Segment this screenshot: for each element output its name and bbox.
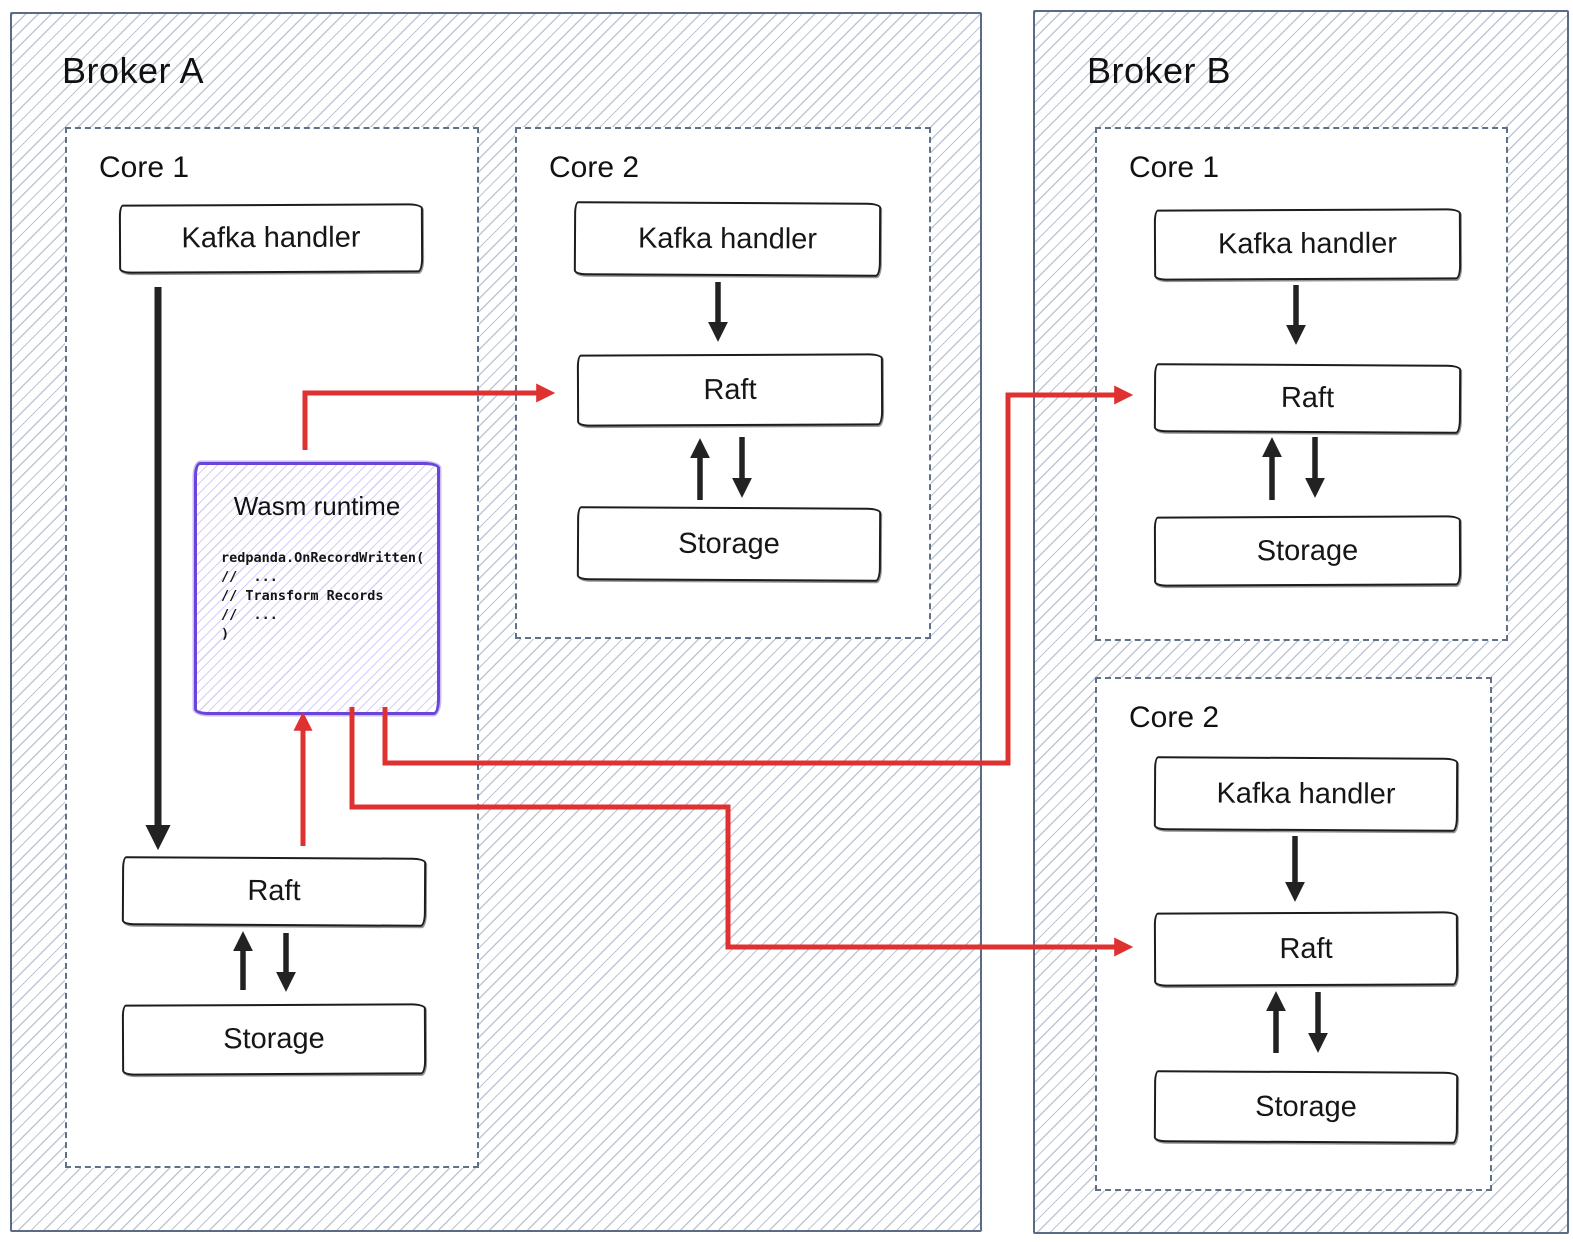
code-line: // Transform Records xyxy=(221,588,384,604)
code-line: redpanda.OnRecordWritten( xyxy=(221,550,425,566)
raft-label: Raft xyxy=(703,373,757,406)
raft-label: Raft xyxy=(1280,381,1335,415)
storage-label: Storage xyxy=(223,1022,325,1056)
broker-b-core1-kafka-handler-box: Kafka handler xyxy=(1153,208,1462,281)
broker-a-core1-raft-box: Raft xyxy=(121,856,427,927)
kafka-handler-label: Kafka handler xyxy=(1216,777,1396,810)
broker-b-core1-storage-box: Storage xyxy=(1153,515,1462,587)
broker-b-core2: Core 2 Kafka handler Raft Storage xyxy=(1095,677,1492,1191)
broker-a-core1: Core 1 Kafka handler Wasm runtime redpan… xyxy=(65,127,479,1168)
raft-label: Raft xyxy=(247,874,301,908)
broker-a-core2-label: Core 2 xyxy=(549,151,640,184)
storage-label: Storage xyxy=(1256,534,1359,567)
broker-a-core2-raft-box: Raft xyxy=(576,353,884,427)
wasm-code-snippet: redpanda.OnRecordWritten( // ... // Tran… xyxy=(221,549,424,644)
broker-a-core1-kafka-handler-box: Kafka handler xyxy=(118,203,424,274)
broker-a-title: Broker A xyxy=(62,50,205,91)
broker-b-core1: Core 1 Kafka handler Raft Storage xyxy=(1095,127,1508,641)
broker-b-core1-label: Core 1 xyxy=(1129,151,1220,184)
broker-a-core2: Core 2 Kafka handler Raft Storage xyxy=(515,127,931,639)
broker-b-title: Broker B xyxy=(1087,50,1232,91)
code-line: // ... xyxy=(221,607,278,623)
broker-a-core1-storage-box: Storage xyxy=(121,1003,427,1076)
broker-a-core1-label: Core 1 xyxy=(99,151,190,184)
kafka-handler-label: Kafka handler xyxy=(1217,227,1398,261)
broker-b-core1-raft-box: Raft xyxy=(1153,363,1462,434)
broker-b-container: Broker B Core 1 Kafka handler Raft Stora… xyxy=(1033,10,1569,1234)
broker-a-core2-kafka-handler-box: Kafka handler xyxy=(573,201,882,277)
kafka-handler-label: Kafka handler xyxy=(181,221,361,255)
broker-a-container: Broker A Core 1 Kafka handler Wasm runti… xyxy=(10,12,982,1232)
broker-b-core2-raft-box: Raft xyxy=(1153,911,1459,987)
storage-label: Storage xyxy=(1255,1090,1357,1123)
wasm-runtime-title: Wasm runtime xyxy=(233,491,401,521)
raft-label: Raft xyxy=(1279,932,1333,965)
storage-label: Storage xyxy=(678,527,780,560)
code-line: ) xyxy=(221,626,230,642)
broker-b-core2-storage-box: Storage xyxy=(1153,1070,1459,1144)
broker-b-core2-kafka-handler-box: Kafka handler xyxy=(1153,756,1459,832)
kafka-handler-label: Kafka handler xyxy=(637,222,818,255)
wasm-runtime-box: Wasm runtime redpanda.OnRecordWritten( /… xyxy=(194,462,440,715)
broker-a-core2-storage-box: Storage xyxy=(576,506,882,582)
code-line: // ... xyxy=(221,569,278,585)
broker-b-core2-label: Core 2 xyxy=(1129,701,1220,734)
